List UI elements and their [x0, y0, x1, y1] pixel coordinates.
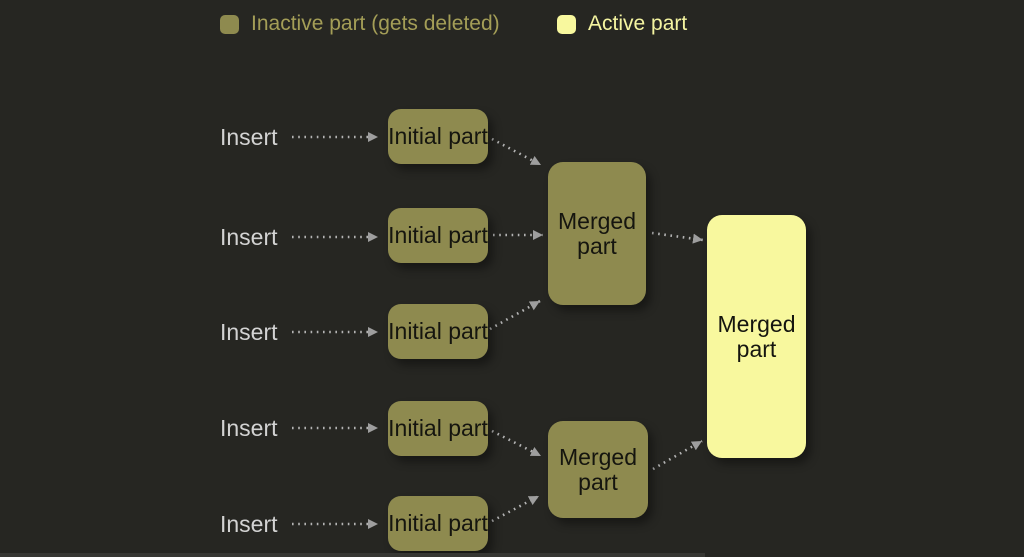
node-initial-part-1: Initial part	[388, 109, 488, 164]
node-initial-part-4: Initial part	[388, 401, 488, 456]
node-merged-part-top: Merged part	[548, 162, 646, 305]
legend-active-label: Active part	[588, 12, 688, 35]
node-initial-part-2: Initial part	[388, 208, 488, 263]
node-merged-part-final-active: Merged part	[707, 215, 806, 458]
arrow-initial1-mergedtop	[491, 137, 542, 167]
arrow-mergedbottom-mergedfinal	[652, 439, 703, 471]
insert-label-3: Insert	[220, 319, 278, 345]
insert-label-5: Insert	[220, 511, 278, 537]
insert-label-2: Insert	[220, 224, 278, 250]
legend-item-inactive: Inactive part (gets deleted)	[220, 12, 500, 36]
arrow-initial4-mergedbottom	[491, 429, 542, 458]
node-merged-part-bottom: Merged part	[548, 421, 648, 518]
arrow-initial5-mergedbottom	[491, 494, 540, 523]
insert-label-4: Insert	[220, 415, 278, 441]
arrow-initial3-mergedtop	[489, 299, 541, 331]
active-swatch-icon	[557, 14, 576, 34]
legend-item-active: Active part	[557, 12, 687, 36]
arrow-mergedtop-mergedfinal	[651, 231, 704, 244]
inactive-swatch-icon	[220, 14, 239, 34]
insert-label-1: Insert	[220, 124, 278, 150]
node-initial-part-5: Initial part	[388, 496, 488, 551]
bottom-window-edge	[0, 553, 705, 557]
node-initial-part-3: Initial part	[388, 304, 488, 359]
legend-inactive-label: Inactive part (gets deleted)	[251, 12, 500, 35]
